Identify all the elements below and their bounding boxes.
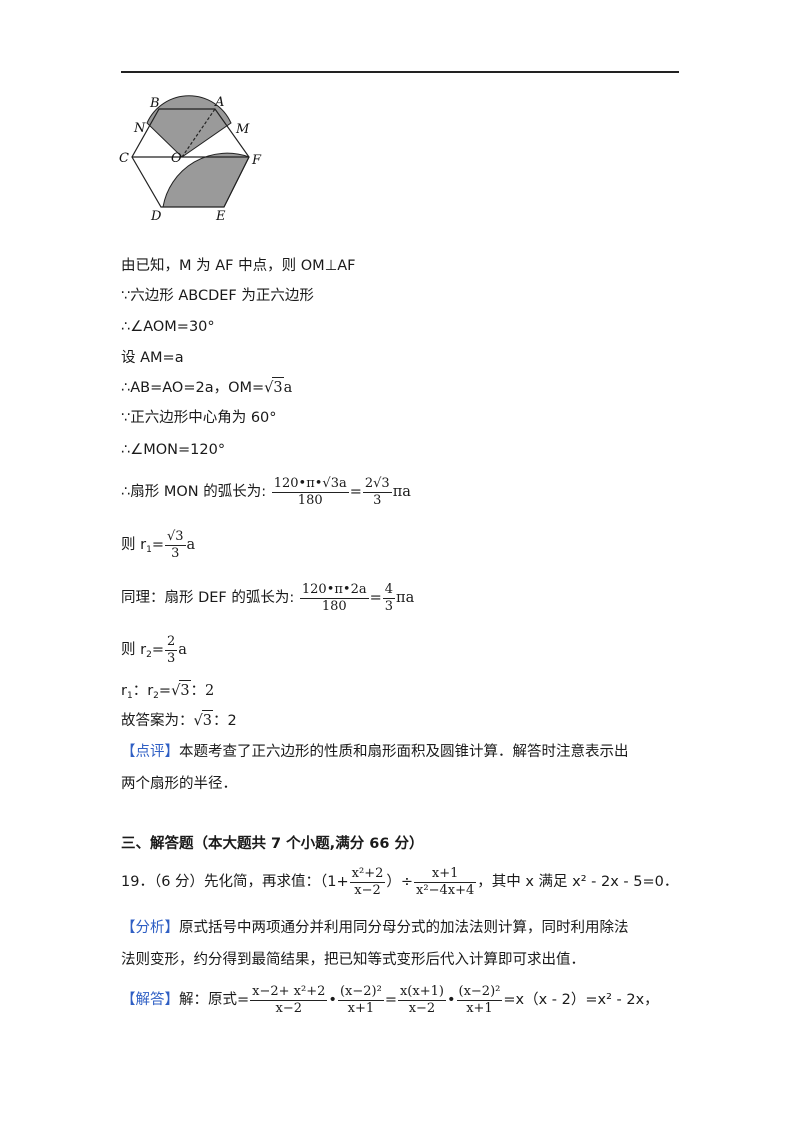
comment-line-2: 两个扇形的半径． xyxy=(121,776,237,792)
label-o: O xyxy=(171,151,182,166)
sector-def xyxy=(162,152,250,208)
step-7: ∴∠MON=120° xyxy=(121,442,226,458)
analysis-line: 【分析】原式括号中两项通分并利用同分母分式的加法法则计算，同时利用除法 xyxy=(121,920,629,936)
comment-tag: 【点评】 xyxy=(121,744,179,760)
step-5-var: a xyxy=(283,380,293,396)
step-1: 由已知，M 为 AF 中点，则 OM⊥AF xyxy=(121,258,356,274)
label-f: F xyxy=(251,153,262,168)
label-b: B xyxy=(149,96,160,111)
sol-fraction-3: x(x+1)x−2 xyxy=(397,983,446,1016)
step-8-text: ∴扇形 MON 的弧长为: xyxy=(121,484,267,500)
step-5: ∴AB=AO=2a，OM=√3a xyxy=(121,377,292,398)
step-2: ∵六边形 ABCDEF 为正六边形 xyxy=(121,288,314,304)
section-heading: 三、解答题（本大题共 7 个小题,满分 66 分） xyxy=(121,836,424,852)
label-a: A xyxy=(214,95,224,110)
label-c: C xyxy=(119,151,129,166)
step-12: r1：r2=√3：2 xyxy=(121,680,214,706)
hexagon-figure: B A N M C O F D E xyxy=(119,95,262,224)
step-6: ∵正六边形中心角为 60° xyxy=(121,410,277,426)
solution-tag: 【解答】 xyxy=(121,992,179,1008)
step-4: 设 AM=a xyxy=(121,350,184,366)
label-d: D xyxy=(150,209,162,224)
label-e: E xyxy=(215,209,226,224)
comment-line: 【点评】本题考查了正六边形的性质和扇形面积及圆锥计算．解答时注意表示出 xyxy=(121,744,629,760)
label-m: M xyxy=(235,122,250,137)
sector-mon xyxy=(146,95,232,158)
sqrt-sign: √ xyxy=(264,380,274,396)
header-rule xyxy=(121,71,679,73)
analysis-tag: 【分析】 xyxy=(121,920,179,936)
step-3: ∴∠AOM=30° xyxy=(121,319,215,335)
answer-line: 故答案为：√3：2 xyxy=(121,710,237,731)
step-5-text: ∴AB=AO=2a，OM= xyxy=(121,380,265,396)
label-n: N xyxy=(133,121,146,136)
analysis-line-2: 法则变形，约分得到最简结果，把已知等式变形后代入计算即可求出值． xyxy=(121,952,585,968)
radicand: 3 xyxy=(272,377,284,398)
